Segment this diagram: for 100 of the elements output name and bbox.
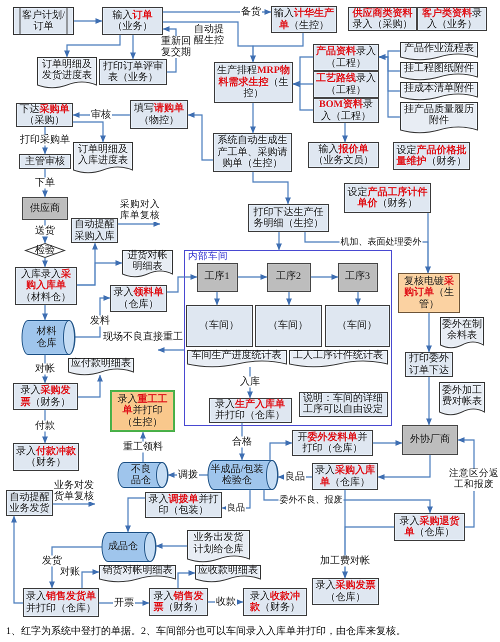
edge-label: 发料 <box>89 316 111 326</box>
arrow <box>158 347 184 353</box>
arrow <box>77 260 122 286</box>
arrow <box>156 543 187 549</box>
process-box: 客户类资料录入（业务） <box>417 7 487 31</box>
process-box: 自动提醒业务发货 <box>6 490 53 516</box>
process-box: 输入计华生产单（生控） <box>271 6 337 33</box>
edge-label: 良品 <box>284 472 306 482</box>
process-box: 工序3 <box>338 262 378 292</box>
process-box: 外协厂商 <box>402 425 458 455</box>
process-box: （车间） <box>254 304 322 346</box>
process-box: 工艺路线录入（工程） <box>313 71 379 98</box>
process-box: BOM资料录入（工程） <box>313 98 379 123</box>
edge-label: 现场不良直接重工 <box>102 332 184 342</box>
edge-label: 入库 <box>239 376 261 388</box>
arrow <box>292 81 313 111</box>
arrow <box>426 377 432 426</box>
arrow <box>78 374 103 398</box>
arrow <box>214 292 220 306</box>
arrow <box>378 54 400 118</box>
arrow <box>311 274 338 280</box>
arrow <box>177 570 196 588</box>
process-box: 工序1 <box>196 262 238 292</box>
arrow <box>42 305 48 320</box>
process-box: 录入销售发票（财务） <box>149 588 208 616</box>
document-shape: 工人工序计件统计表 <box>288 350 388 366</box>
document-shape: 车间生产进度统计表 <box>186 350 286 366</box>
edge-label: 委外不良、报废 <box>278 494 344 506</box>
process-box: 填写请购单（物控） <box>130 100 188 129</box>
storage-cylinder: 材料仓库 <box>22 320 75 355</box>
arrow <box>125 497 145 532</box>
document-shape: 应收款明细表 <box>195 565 261 582</box>
storage-cylinder: 半成品/包装检验仓 <box>208 460 278 490</box>
edge-label: 付款 <box>34 420 56 432</box>
document-shape: 挂工程图纸附件 <box>400 62 478 80</box>
process-box: 录入领料单（仓库） <box>110 285 167 312</box>
edge-label: 打印采购单 <box>19 134 71 146</box>
arrow <box>73 121 106 142</box>
document-shape: 委外加工费对帐表 <box>439 382 485 415</box>
document-shape: 订单明细及入库进度表 <box>73 142 133 173</box>
process-box: 设定产品工序计件单价（财务） <box>344 183 431 213</box>
arrow <box>53 501 96 507</box>
arrow <box>252 172 291 204</box>
arrow <box>167 274 198 293</box>
process-box: 自动提醒采购入库 <box>71 218 118 243</box>
process-box: 录入重工工单并打印（生控） <box>110 390 175 432</box>
edge-label: 机加、表面处理委外 <box>340 236 422 248</box>
edge-label: 良品 <box>226 502 246 514</box>
document-shape: 销货对帐明细表 <box>99 565 176 582</box>
arrow <box>49 546 102 588</box>
arrow <box>286 292 292 306</box>
arrow <box>342 526 394 578</box>
edge-label: 采购对入库单复核 <box>119 200 161 222</box>
process-box: 设定产品价格批量维护（财务） <box>393 142 470 170</box>
edge-label: 重工领料 <box>122 442 164 452</box>
edge-label: 调拨 <box>177 470 199 480</box>
process-box: 工序2 <box>266 262 310 292</box>
process-box: 下达采购单（采购） <box>16 103 73 127</box>
process-box: 录入采购入库单（仓库） <box>312 463 378 490</box>
edge-label: 重新回复交期 <box>160 36 192 58</box>
process-box: 客户计划/订单 <box>13 7 74 35</box>
arrow <box>11 516 23 604</box>
note-box: 说明：车间的详细工序可以自由设定 <box>298 392 388 416</box>
edge-label: 备货 <box>240 6 262 18</box>
decision-diamond: 检验 <box>25 243 65 258</box>
edge-label: 业务对发货单复核 <box>53 480 95 502</box>
arrow <box>373 440 402 446</box>
caption: 1、红字为系统中登打的单据。2、车间部分也可以车间录入入库单并打印，由仓库来复核。 <box>6 626 406 638</box>
document-shape: 订单明细及发货进度表 <box>37 57 97 88</box>
edge-label: 自动提醒生控 <box>193 24 225 46</box>
process-box: 复核电镀采购订单（生管） <box>398 273 460 313</box>
edge-label: 送货 <box>34 226 56 236</box>
process-box: 录入采购发票（仓库） <box>312 578 379 605</box>
edge-label: 审核 <box>90 110 112 120</box>
arrow <box>42 220 48 244</box>
arrow <box>276 232 282 250</box>
document-shape: 挂产品质量履历附件 <box>400 102 478 133</box>
arrow <box>238 274 268 280</box>
process-box: 打印下达生产任务明细（生控） <box>248 204 329 232</box>
arrow <box>188 112 213 161</box>
document-shape: 业务出发货计划给仓库 <box>187 530 250 562</box>
document-shape: 委外在制余料表 <box>440 317 484 348</box>
process-box: 开委外发料单并打印（仓库） <box>292 430 373 456</box>
process-box: 输入订单（业务） <box>102 7 163 35</box>
arrow <box>75 295 110 338</box>
process-box: 生产排程MRP物料需求生控（生控） <box>214 62 293 103</box>
process-box: 录入调拨单并打印（包装） <box>145 492 222 518</box>
process-box: 供应商 <box>22 197 68 220</box>
edge-label: 注意区分返工和报废 <box>447 469 500 491</box>
process-box: 打印订单评审表（业务） <box>99 59 167 85</box>
process-box: 打印委外订单下达 <box>405 352 453 377</box>
arrow <box>64 35 121 58</box>
document-shape: 进货对帐明细表 <box>122 250 173 277</box>
process-box: 录入生产入库单并打印（仓库） <box>208 398 292 422</box>
arrow <box>250 33 304 62</box>
group-frame <box>184 250 392 426</box>
arrow <box>81 569 100 588</box>
arrow <box>163 9 272 15</box>
arrow <box>239 423 245 460</box>
process-box: 入库录入采购入库单（材料仓） <box>15 267 77 305</box>
